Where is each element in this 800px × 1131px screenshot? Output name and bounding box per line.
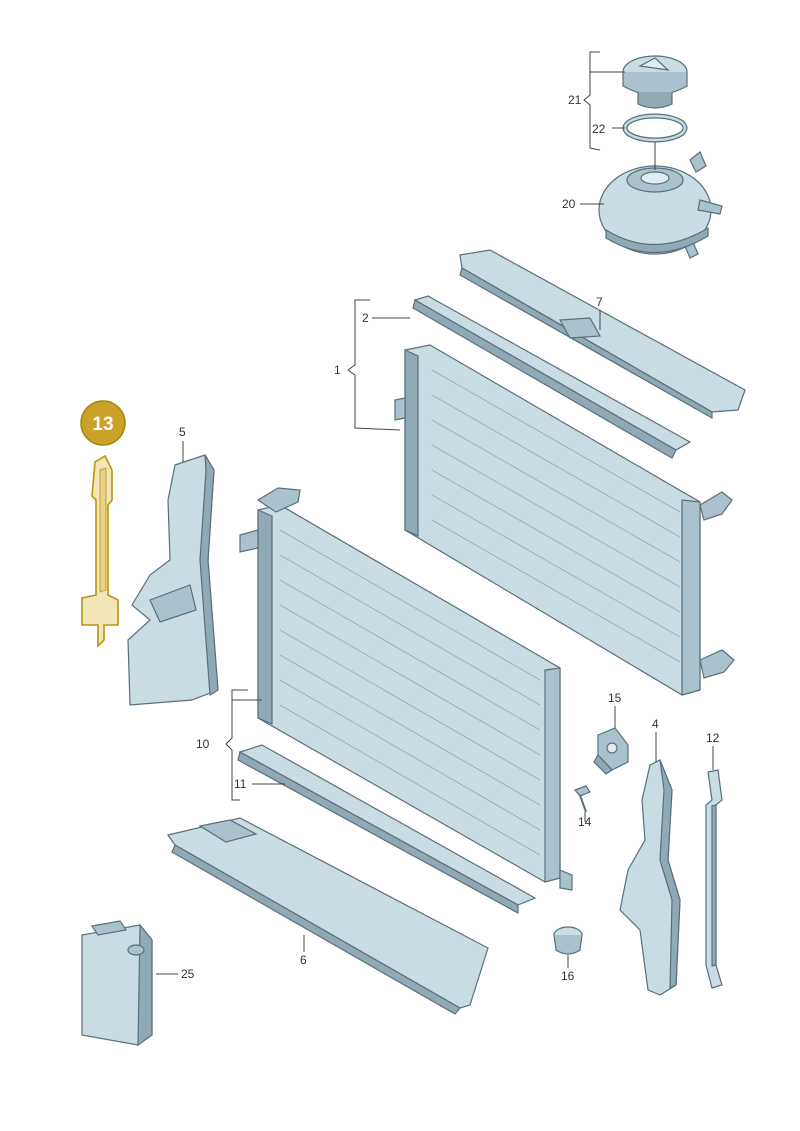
- label-16: 16: [561, 969, 575, 983]
- part-number-labels: 21 22 20 7 2 1 5 10 11 15 14 4 12 6 16 2…: [179, 93, 720, 983]
- label-4: 4: [652, 717, 659, 731]
- label-7: 7: [596, 295, 603, 309]
- lower-seal-strip[interactable]: [237, 744, 537, 915]
- highlight-badge[interactable]: 13: [80, 400, 126, 446]
- upper-seal-strip[interactable]: [412, 295, 692, 459]
- side-air-guide-left[interactable]: [127, 454, 219, 706]
- label-14: 14: [578, 815, 592, 829]
- label-1: 1: [334, 363, 341, 377]
- upper-air-guide[interactable]: [459, 249, 746, 420]
- label-10: 10: [196, 737, 210, 751]
- label-15: 15: [608, 691, 622, 705]
- label-12: 12: [706, 731, 720, 745]
- main-radiator[interactable]: [394, 344, 735, 696]
- label-2: 2: [362, 311, 369, 325]
- highlight-badge-label: 13: [92, 414, 113, 435]
- expansion-tank[interactable]: [598, 151, 723, 259]
- side-air-guide-right[interactable]: [619, 759, 681, 996]
- bracket[interactable]: [593, 727, 629, 775]
- highlighted-seal-strip[interactable]: [81, 454, 119, 648]
- auxiliary-radiator[interactable]: [239, 487, 573, 891]
- label-21: 21: [568, 93, 582, 107]
- coolant-canister[interactable]: [81, 920, 153, 1047]
- label-22: 22: [592, 122, 606, 136]
- reservoir-cap[interactable]: [622, 55, 688, 109]
- leader-lines: [156, 51, 714, 975]
- label-20: 20: [562, 197, 576, 211]
- label-5: 5: [179, 425, 186, 439]
- vertical-seal-strip[interactable]: [705, 769, 723, 989]
- rubber-mount[interactable]: [553, 926, 583, 955]
- label-11: 11: [234, 777, 247, 791]
- label-6: 6: [300, 953, 307, 967]
- screw[interactable]: [573, 785, 591, 813]
- lower-air-guide[interactable]: [167, 817, 489, 1015]
- sealing-ring[interactable]: [622, 113, 688, 143]
- label-25: 25: [181, 967, 195, 981]
